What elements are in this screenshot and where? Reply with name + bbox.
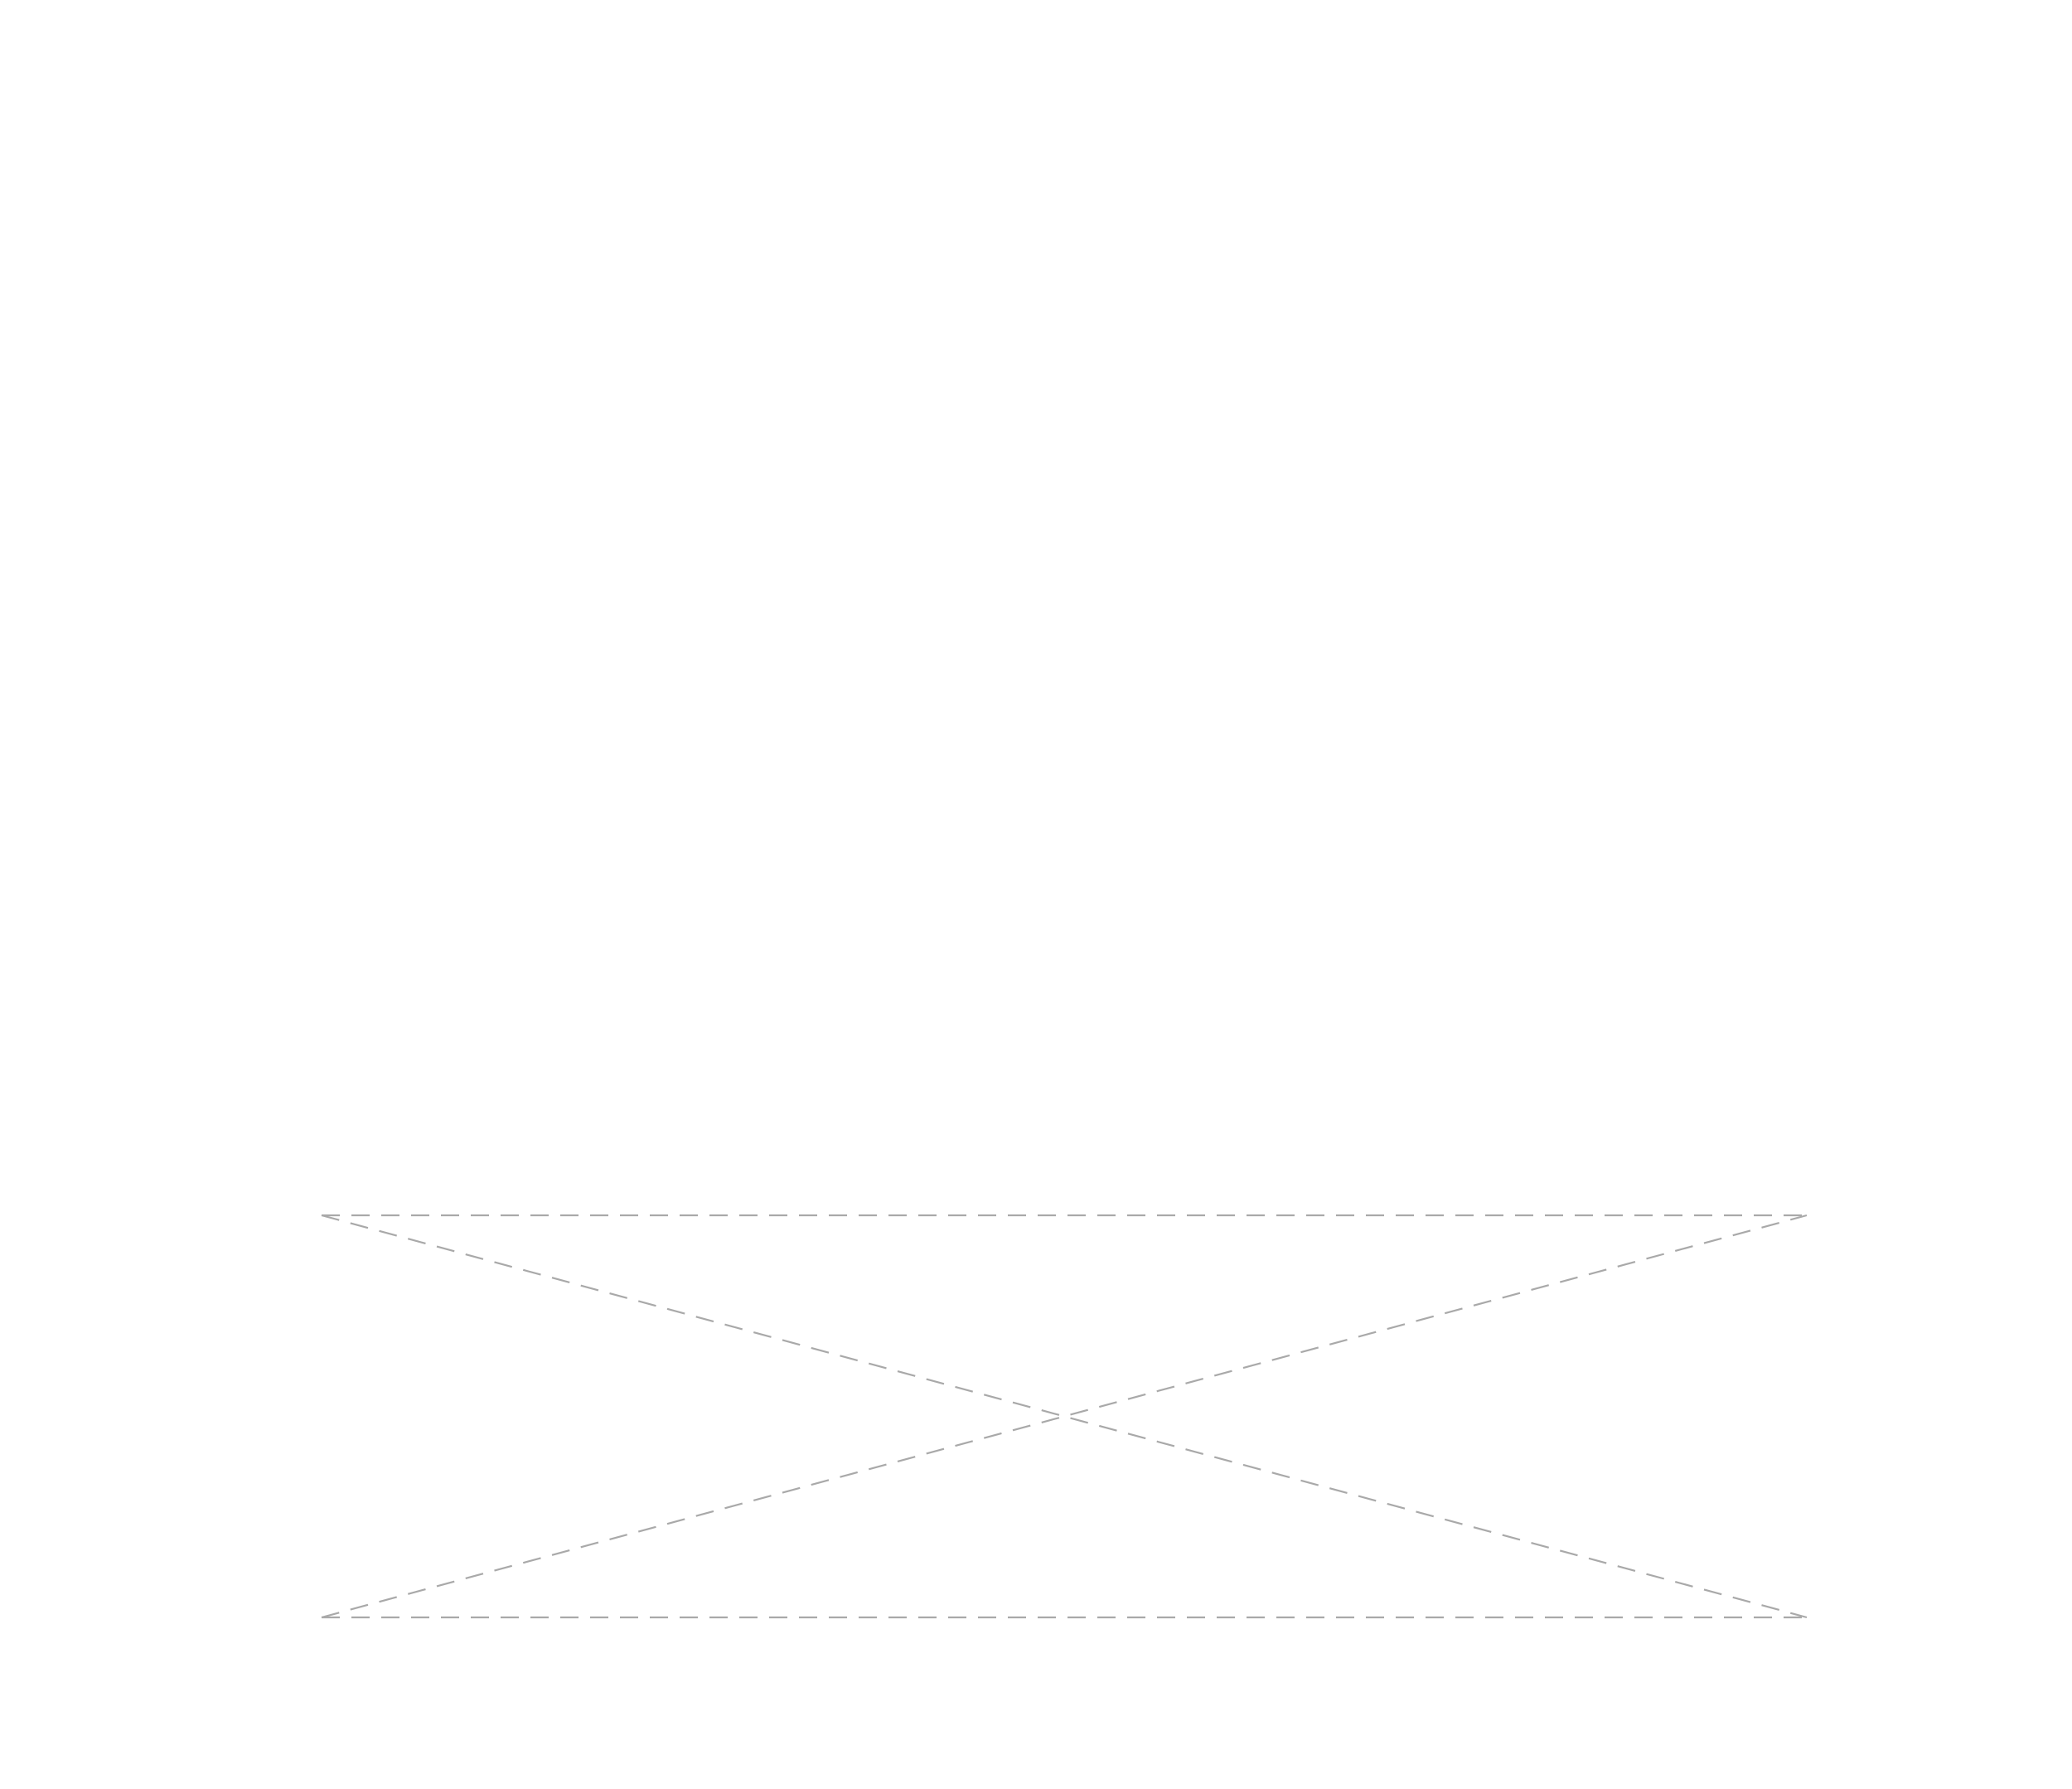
diagonal-line-ascending <box>321 1214 1808 1619</box>
dashed-cross-figure <box>321 1214 1808 1619</box>
diagonal-line-descending <box>321 1214 1808 1619</box>
